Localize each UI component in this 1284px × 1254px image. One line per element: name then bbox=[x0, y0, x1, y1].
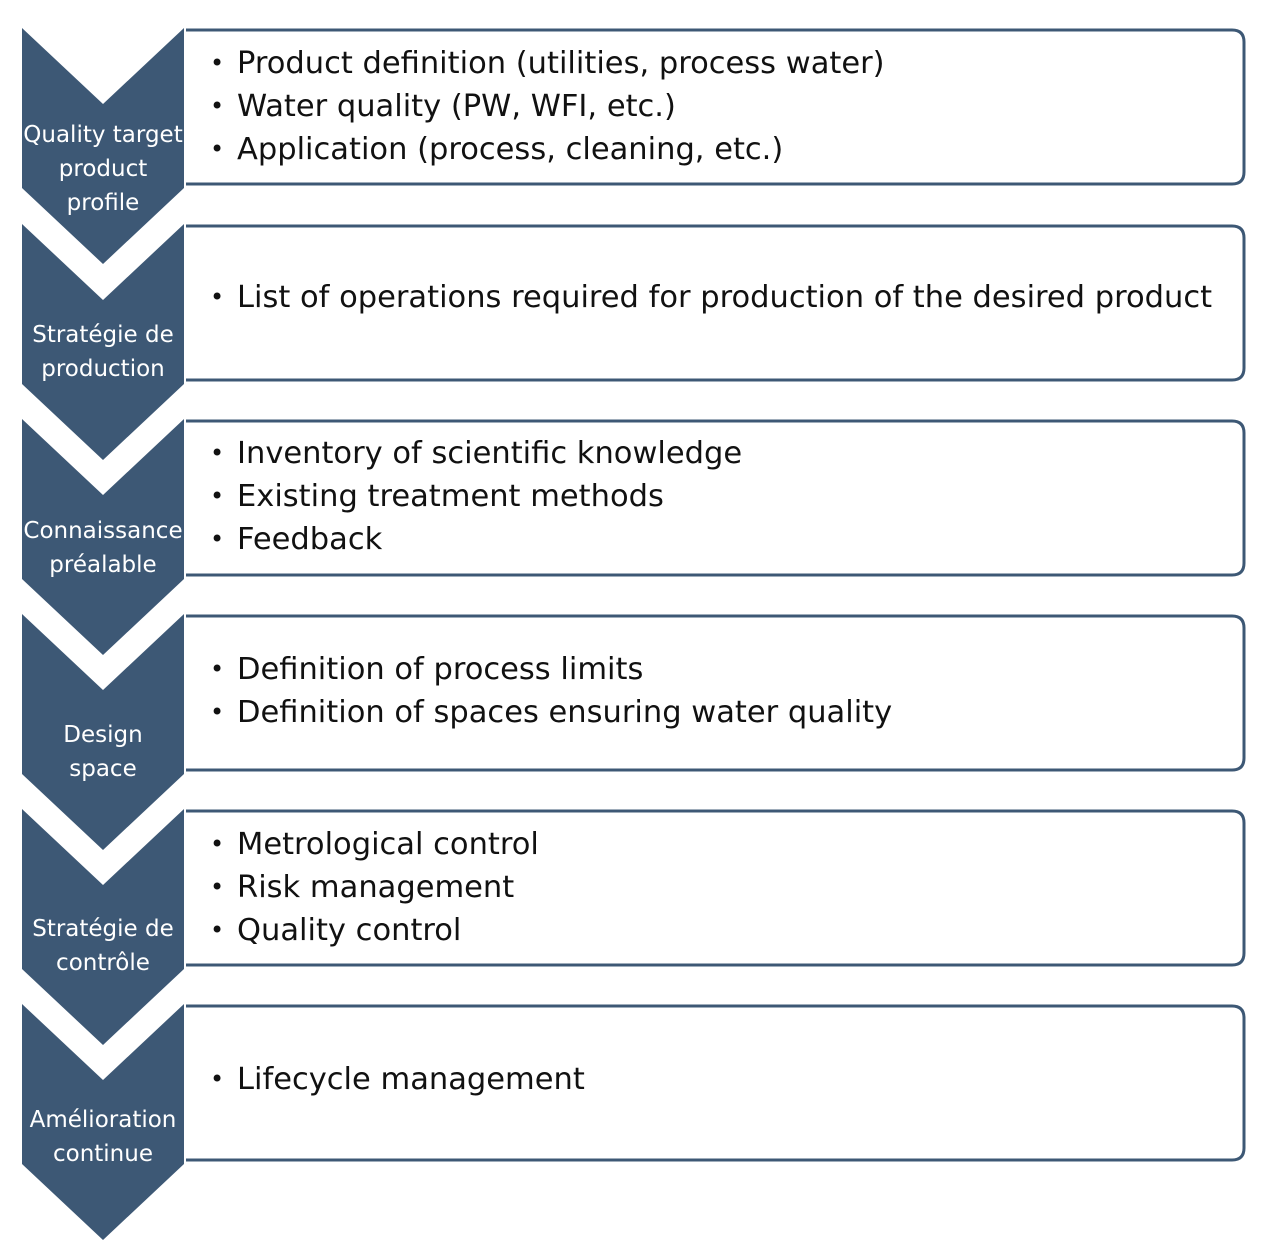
step-label-line: Quality target bbox=[23, 122, 183, 148]
step-label-line: Stratégie de bbox=[32, 916, 174, 942]
step-label-line: profile bbox=[66, 190, 140, 216]
step-prior-knowledge: Connaissance préalable Inventory of scie… bbox=[0, 419, 1284, 655]
bullet-item: Quality control bbox=[210, 909, 539, 952]
bullet-item: Lifecycle management bbox=[210, 1058, 585, 1101]
step-label-line: continue bbox=[52, 1141, 153, 1167]
step-label: Amélioration continue bbox=[22, 1103, 184, 1171]
bullet-list: Lifecycle management bbox=[210, 1058, 585, 1101]
chevron-shape bbox=[22, 224, 184, 460]
step-label: Stratégie de production bbox=[22, 318, 184, 386]
bullet-item: Risk management bbox=[210, 866, 539, 909]
step-label-line: contrôle bbox=[56, 950, 150, 976]
step-label-line: product bbox=[58, 156, 148, 182]
bullet-list: Metrological control Risk management Qua… bbox=[210, 823, 539, 952]
bullet-item: Application (process, cleaning, etc.) bbox=[210, 128, 885, 171]
step-label-line: Stratégie de bbox=[32, 322, 174, 348]
bullet-list: List of operations required for producti… bbox=[210, 276, 1212, 319]
chevron-shape bbox=[22, 28, 184, 264]
content-box bbox=[186, 224, 1246, 382]
step-label: Connaissance préalable bbox=[22, 514, 184, 582]
step-label: Stratégie de contrôle bbox=[22, 912, 184, 980]
content-box bbox=[186, 809, 1246, 967]
step-label: Design space bbox=[22, 718, 184, 786]
content-box bbox=[186, 1004, 1246, 1162]
bullet-item: List of operations required for producti… bbox=[210, 276, 1212, 319]
chevron-shape bbox=[22, 1004, 184, 1240]
step-label-line: Amélioration bbox=[29, 1107, 177, 1133]
step-label: Quality target product profile bbox=[22, 118, 184, 220]
bullet-item: Product definition (utilities, process w… bbox=[210, 42, 885, 85]
bullet-item: Metrological control bbox=[210, 823, 539, 866]
step-label-line: Connaissance bbox=[23, 518, 183, 544]
bullet-item: Definition of process limits bbox=[210, 648, 892, 691]
step-control-strategy: Stratégie de contrôle Metrological contr… bbox=[0, 809, 1284, 1045]
bullet-item: Inventory of scientific knowledge bbox=[210, 432, 742, 475]
bullet-item: Water quality (PW, WFI, etc.) bbox=[210, 85, 885, 128]
bullet-list: Definition of process limits Definition … bbox=[210, 648, 892, 734]
step-production-strategy: Stratégie de production List of operatio… bbox=[0, 224, 1284, 460]
chevron-shape bbox=[22, 614, 184, 850]
bullet-item: Definition of spaces ensuring water qual… bbox=[210, 691, 892, 734]
bullet-list: Product definition (utilities, process w… bbox=[210, 42, 885, 171]
chevron-shape bbox=[22, 419, 184, 655]
step-continuous-improvement: Amélioration continue Lifecycle manageme… bbox=[0, 1004, 1284, 1240]
bullet-item: Existing treatment methods bbox=[210, 475, 742, 518]
bullet-list: Inventory of scientific knowledge Existi… bbox=[210, 432, 742, 561]
step-label-line: préalable bbox=[49, 552, 157, 578]
step-label-line: production bbox=[41, 356, 165, 382]
step-design-space: Design space Definition of process limit… bbox=[0, 614, 1284, 850]
step-label-line: space bbox=[69, 756, 137, 782]
step-label-line: Design bbox=[63, 722, 143, 748]
bullet-item: Feedback bbox=[210, 518, 742, 561]
chevron-shape bbox=[22, 809, 184, 1045]
step-quality-target: Quality target product profile Product d… bbox=[0, 28, 1284, 264]
